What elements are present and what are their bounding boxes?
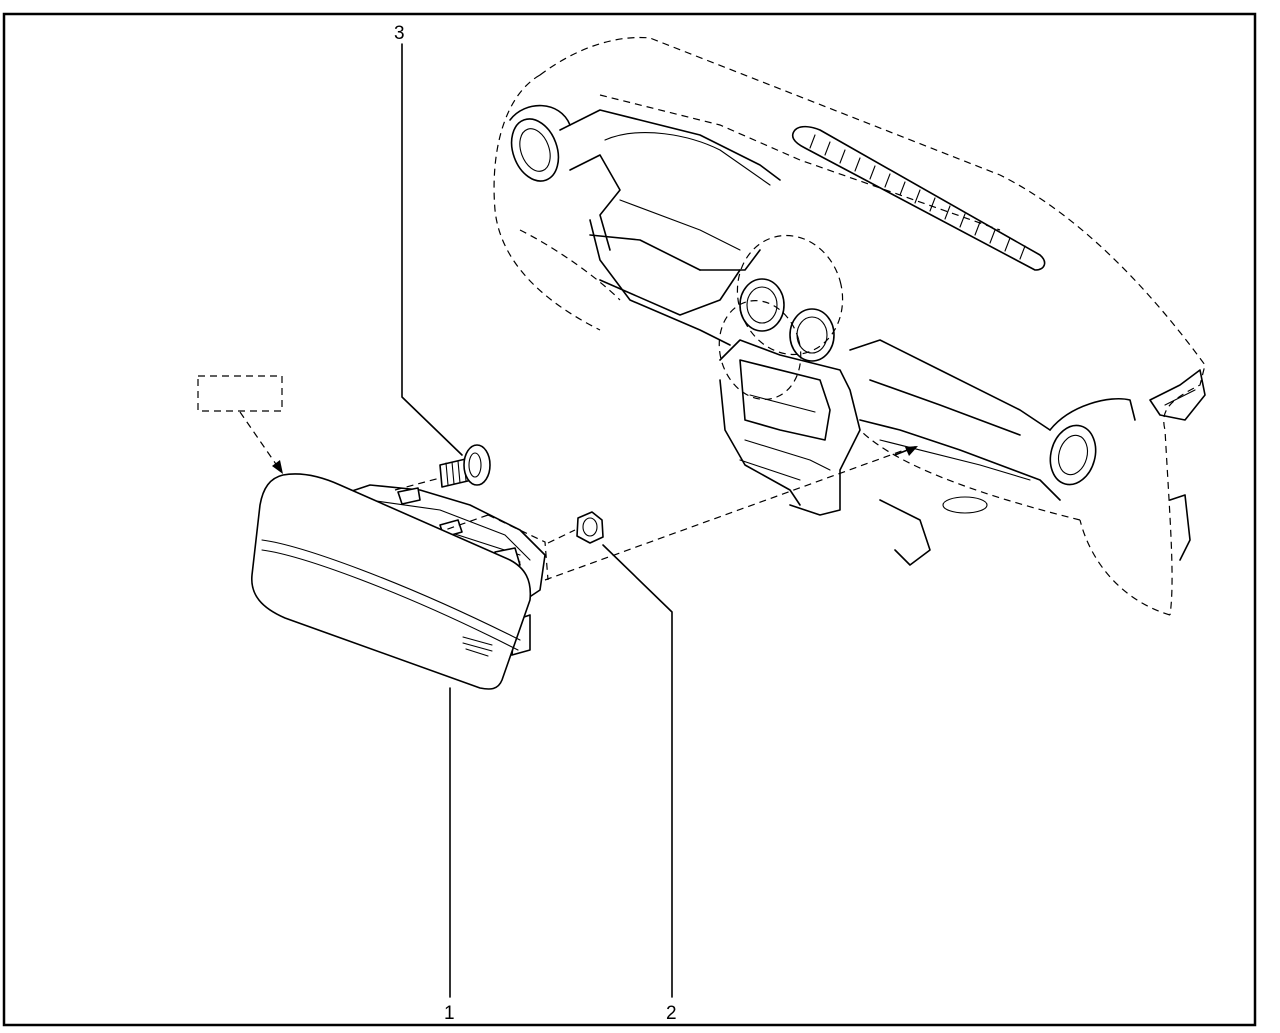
guide-line-bracket <box>444 514 549 581</box>
airbag-module <box>251 473 546 690</box>
callout-1-label: 1 <box>444 1003 455 1024</box>
leader-line-2 <box>602 544 673 998</box>
right-vent <box>1049 398 1136 486</box>
center-vents <box>739 278 835 362</box>
bolt <box>394 444 491 491</box>
diagram-frame <box>2 12 1257 1027</box>
nut <box>547 511 604 544</box>
dashboard-crossmember <box>493 36 1206 616</box>
left-vent <box>509 104 571 182</box>
callout-3-label: 3 <box>394 23 405 44</box>
leader-line-3 <box>401 43 463 456</box>
label-placeholder <box>197 375 283 474</box>
guide-line-nut <box>544 447 911 581</box>
callout-2-label: 2 <box>666 1003 677 1024</box>
